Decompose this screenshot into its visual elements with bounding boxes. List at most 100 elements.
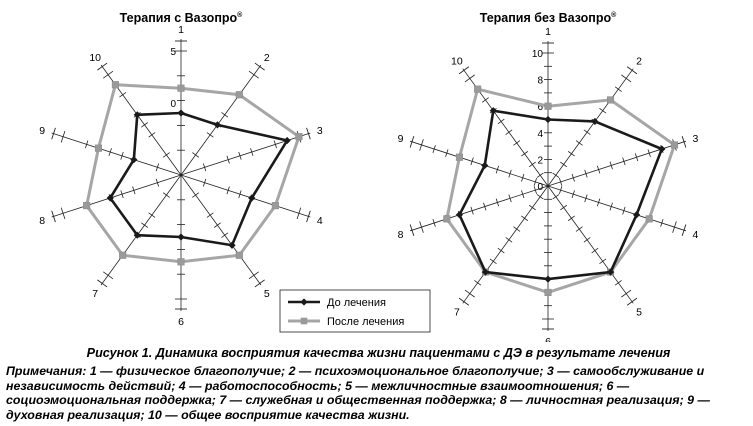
axis-tick-2-5-7 xyxy=(599,258,607,264)
point-1-after-3 xyxy=(295,133,303,141)
point-1-before-10 xyxy=(133,111,141,119)
axis-tick-1-10-8 xyxy=(119,92,127,98)
axis-tick-2-2-7 xyxy=(599,108,607,114)
axis-tick-1-4-10 xyxy=(296,207,302,220)
point-1-before-8 xyxy=(106,194,114,202)
point-2-before-1 xyxy=(544,115,552,124)
axis-tick-2-2-9 xyxy=(614,86,622,92)
axis-line-1-9 xyxy=(51,132,182,176)
axis-tick-1-9-8 xyxy=(85,140,89,149)
axis-label-2-1: 1 xyxy=(545,26,551,38)
axis-tick-2-2-3 xyxy=(567,151,575,157)
legend-box xyxy=(279,289,431,333)
axis-tick-1-5-6 xyxy=(221,232,229,238)
axis-tick-1-8-2 xyxy=(155,178,160,187)
point-2-after-6 xyxy=(544,288,552,296)
axis-tick-2-10-8 xyxy=(481,97,489,103)
axis-tick-1-5-5 xyxy=(213,222,221,228)
axis-label-1-7: 7 xyxy=(92,288,98,300)
axis-tick-2-7-10 xyxy=(464,289,475,298)
axis-tick-1-3-8 xyxy=(273,140,277,149)
axis-cap-1-2 xyxy=(254,62,265,71)
axis-tick-2-9-9 xyxy=(432,145,436,153)
axis-label-1-5: 5 xyxy=(264,288,270,300)
tick-label-2-0: 0 xyxy=(537,182,543,193)
axis-tick-2-2-10 xyxy=(621,74,632,83)
axis-cap-1-4 xyxy=(306,210,311,223)
axis-label-2-10: 10 xyxy=(451,56,463,68)
axis-tick-2-5-1 xyxy=(552,194,560,200)
axis-label-1-2: 2 xyxy=(264,52,270,64)
axis-cap-1-7 xyxy=(97,279,108,288)
tick-label-2-8: 8 xyxy=(537,76,543,87)
axis-tick-1-9-6 xyxy=(108,148,112,156)
axis-tick-2-2-2 xyxy=(560,161,568,168)
axis-tick-1-9-10 xyxy=(60,130,66,143)
point-2-before-10 xyxy=(489,107,497,115)
axis-tick-2-4-1 xyxy=(559,186,563,195)
axis-label-2-9: 9 xyxy=(398,133,404,145)
axis-tick-2-4-4 xyxy=(596,198,601,207)
point-1-before-3 xyxy=(283,136,291,145)
axis-label-2-6: 6 xyxy=(545,336,551,342)
chart-title-1: Терапия с Вазопро® xyxy=(120,11,243,25)
axis-tick-1-2-4 xyxy=(206,132,214,138)
axis-tick-2-5-2 xyxy=(560,204,568,211)
axis-tick-2-4-9 xyxy=(660,219,664,227)
tick-label-2-6: 6 xyxy=(537,102,543,113)
tick-label-1-5: 5 xyxy=(170,47,176,58)
axis-cap-1-3 xyxy=(306,127,311,140)
chart-title-2: Терапия без Вазопро® xyxy=(480,11,617,25)
axis-tick-2-7-7 xyxy=(489,258,497,264)
axis-tick-2-10-1 xyxy=(536,172,544,178)
axis-line-2-3 xyxy=(547,140,687,187)
axis-label-2-7: 7 xyxy=(454,306,460,318)
axis-line-1-7 xyxy=(100,174,182,286)
axis-tick-2-4-3 xyxy=(584,194,588,203)
axis-cap-2-8 xyxy=(409,224,415,237)
axis-tick-2-7-5 xyxy=(505,237,513,243)
axis-tick-2-10-2 xyxy=(528,161,536,168)
axis-tick-2-8-9 xyxy=(432,219,436,227)
figure-caption: Рисунок 1. Динамика восприятия качества … xyxy=(86,346,671,360)
axis-tick-1-2-10 xyxy=(248,70,259,79)
axis-tick-1-3-4 xyxy=(226,155,230,164)
axis-tick-1-4-4 xyxy=(226,186,230,195)
axis-label-2-2: 2 xyxy=(636,56,642,68)
axis-tick-1-10-4 xyxy=(148,132,156,138)
axis-tick-2-5-3 xyxy=(567,215,575,221)
axis-line-2-7 xyxy=(462,185,549,304)
axis-tick-1-10-2 xyxy=(162,152,170,158)
point-1-before-6 xyxy=(177,233,185,241)
axis-tick-2-2-1 xyxy=(552,172,560,178)
point-2-before-9 xyxy=(481,161,489,170)
axis-label-1-8: 8 xyxy=(39,215,45,227)
axis-tick-2-3-5 xyxy=(609,161,613,170)
axis-tick-2-5-6 xyxy=(591,247,599,254)
axis-cap-2-3 xyxy=(681,135,687,148)
point-2-before-4 xyxy=(632,211,641,219)
axis-tick-1-10-5 xyxy=(141,122,149,128)
axis-tick-2-9-1 xyxy=(533,177,537,186)
axis-cap-2-9 xyxy=(409,135,415,148)
axis-label-1-10: 10 xyxy=(89,52,101,64)
point-1-after-1 xyxy=(177,84,185,92)
point-1-after-4 xyxy=(271,202,279,210)
axis-line-1-3 xyxy=(180,132,311,176)
axis-cap-2-5 xyxy=(626,297,638,306)
axis-tick-2-4-10 xyxy=(672,221,677,233)
point-2-before-7 xyxy=(481,268,490,276)
axis-tick-2-9-4 xyxy=(495,165,500,174)
point-2-after-10 xyxy=(474,85,482,93)
axis-label-2-5: 5 xyxy=(636,306,642,318)
axis-tick-2-10-5 xyxy=(505,129,513,135)
point-2-after-1 xyxy=(544,102,552,110)
axis-tick-2-9-10 xyxy=(419,139,424,151)
axis-tick-2-7-1 xyxy=(536,194,544,200)
axis-line-2-8 xyxy=(409,185,549,232)
axis-tick-2-7-4 xyxy=(513,226,521,232)
legend-marker-before xyxy=(300,298,308,306)
axis-tick-1-8-4 xyxy=(132,186,136,195)
axis-label-1-6: 6 xyxy=(178,316,184,328)
axis-tick-2-8-5 xyxy=(483,202,487,211)
